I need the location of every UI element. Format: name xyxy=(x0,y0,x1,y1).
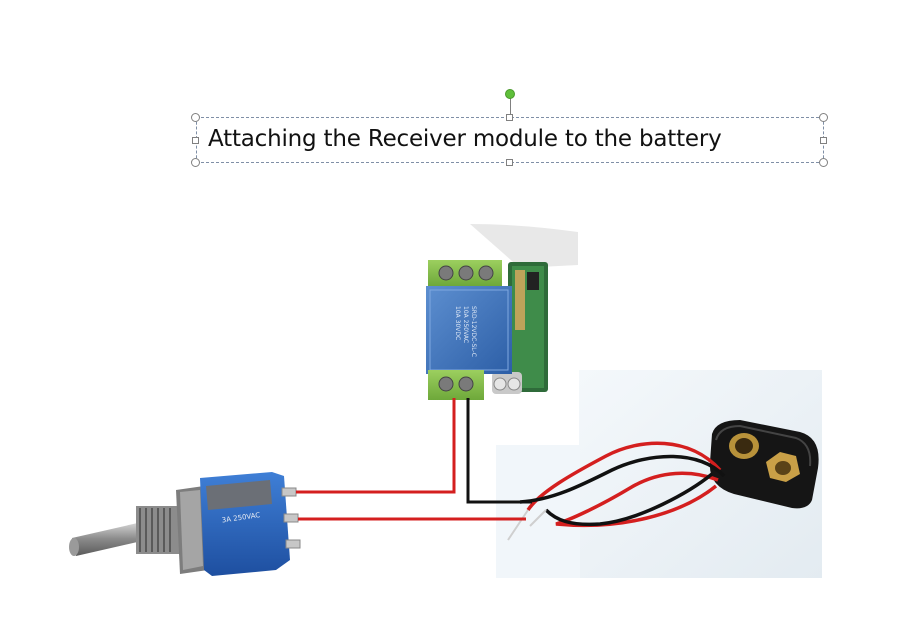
toggle-switch-image[interactable]: 3A 250VAC xyxy=(69,472,301,576)
svg-text:10A 30VDC: 10A 30VDC xyxy=(454,306,461,340)
resize-handle-bottom-left[interactable] xyxy=(191,158,200,167)
resize-handle-bottom[interactable] xyxy=(506,159,513,166)
title-text[interactable]: Attaching the Receiver module to the bat… xyxy=(208,126,722,152)
wiring xyxy=(296,398,532,521)
svg-text:SRD-12VDC-SL-C: SRD-12VDC-SL-C xyxy=(470,306,477,357)
resize-handle-top-right[interactable] xyxy=(819,113,828,122)
resize-handle-right[interactable] xyxy=(820,137,827,144)
svg-text:10A 250VAC: 10A 250VAC xyxy=(462,306,469,343)
black-wire-relay-to-battery xyxy=(466,398,532,504)
resize-handle-bottom-right[interactable] xyxy=(819,158,828,167)
relay-module-image[interactable]: SRD-12VDC-SL-C 10A 250VAC 10A 30VDC xyxy=(426,222,579,420)
battery-snap-image[interactable] xyxy=(496,370,822,578)
rotate-stem xyxy=(510,98,511,117)
resize-handle-left[interactable] xyxy=(192,137,199,144)
resize-handle-top[interactable] xyxy=(506,114,513,121)
resize-handle-top-left[interactable] xyxy=(191,113,200,122)
red-wire-relay-to-switch xyxy=(296,398,456,494)
rotate-handle[interactable] xyxy=(505,89,515,99)
title-textbox[interactable]: Attaching the Receiver module to the bat… xyxy=(196,117,824,163)
